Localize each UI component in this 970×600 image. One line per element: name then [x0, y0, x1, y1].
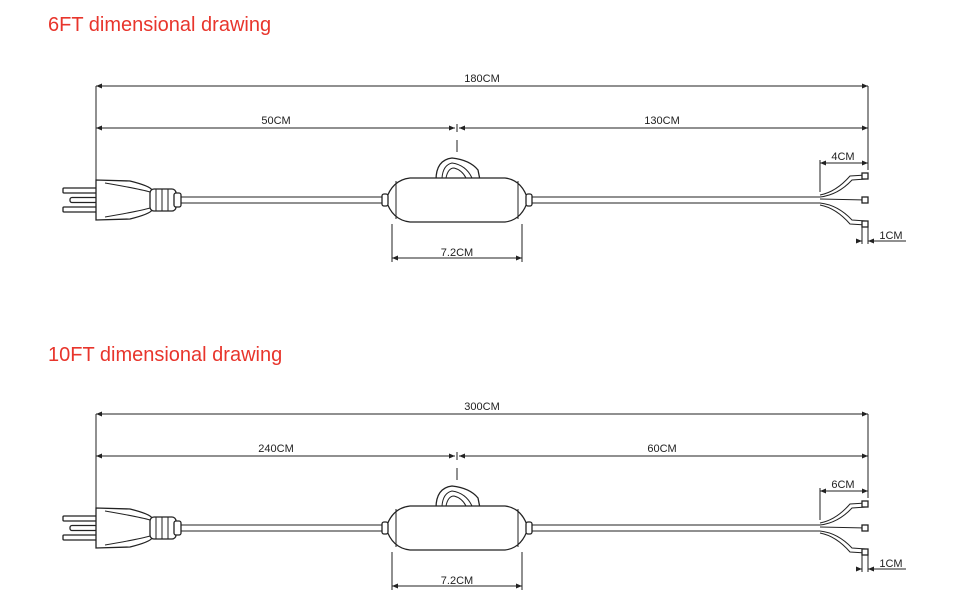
wire-tip	[861, 548, 869, 556]
drawing-title-6ft: 6FT dimensional drawing	[48, 14, 272, 36]
arrowhead	[856, 238, 862, 244]
rocker-detail	[441, 490, 473, 507]
wire-lead	[819, 506, 867, 526]
dimension-label-switch: 7.2CM	[441, 247, 473, 259]
switch-cord-entry	[525, 193, 533, 207]
arrowhead	[449, 125, 455, 131]
wire-lead	[819, 202, 867, 222]
drawing-title-10ft: 10FT dimensional drawing	[48, 344, 283, 366]
wire-ends	[819, 500, 869, 556]
dimension-label-strip: 6CM	[831, 479, 854, 491]
dimension-label-total: 180CM	[464, 73, 499, 85]
strain-relief	[149, 188, 177, 212]
plug-prong	[62, 534, 98, 541]
dimension-label-total: 300CM	[464, 401, 499, 413]
dimension-label-tip: 1CM	[879, 558, 902, 570]
strain-relief-tip	[173, 520, 182, 536]
arrowhead	[820, 488, 826, 494]
plug-prong	[62, 206, 98, 213]
wire-lead	[819, 204, 867, 226]
strain-relief-tip	[173, 192, 182, 208]
dimension-label-strip: 4CM	[831, 151, 854, 163]
arrowhead	[862, 125, 868, 131]
arrowhead	[96, 83, 102, 89]
plug	[62, 179, 182, 221]
rocker-detail	[441, 162, 473, 179]
arrowhead	[96, 125, 102, 131]
arrowhead	[516, 583, 522, 589]
ground-pin	[69, 524, 98, 532]
wire-lead	[819, 174, 867, 196]
wire-lead	[819, 178, 867, 198]
dimension-label-left: 240CM	[258, 443, 293, 455]
switch-housing	[385, 177, 529, 223]
wire-lead	[819, 526, 867, 529]
dimension-label-tip: 1CM	[879, 230, 902, 242]
arrowhead	[862, 488, 868, 494]
cord-drawing-6ft: 180CM 50CM 130CM 7.2CM 4CM 1CM	[62, 73, 906, 262]
wire-lead	[819, 198, 867, 201]
arrowhead	[96, 411, 102, 417]
wire-lead	[819, 532, 867, 554]
arrowhead	[862, 83, 868, 89]
switch-housing	[385, 505, 529, 551]
plug-prong	[62, 187, 98, 194]
switch-cord-entry	[381, 193, 389, 207]
arrowhead	[516, 255, 522, 261]
rocker-switch	[381, 140, 533, 223]
cord-drawing-10ft: 300CM 240CM 60CM 7.2CM 6CM 1CM	[62, 401, 906, 590]
arrowhead	[449, 453, 455, 459]
dimension-label-right: 130CM	[644, 115, 679, 127]
rocker-detail	[445, 167, 467, 179]
wire-tip	[861, 196, 869, 204]
arrowhead	[96, 453, 102, 459]
arrowhead	[862, 453, 868, 459]
dimension-label-switch: 7.2CM	[441, 575, 473, 587]
wire-tip	[861, 220, 869, 228]
wire-lead	[819, 502, 867, 524]
wire-ends	[819, 172, 869, 228]
plug	[62, 507, 182, 549]
plug-body-detail	[104, 510, 151, 546]
arrowhead	[862, 411, 868, 417]
arrowhead	[868, 566, 874, 572]
plug-body-detail	[104, 182, 151, 218]
arrowhead	[459, 453, 465, 459]
arrowhead	[459, 125, 465, 131]
arrowhead	[862, 160, 868, 166]
arrowhead	[856, 566, 862, 572]
arrowhead	[392, 583, 398, 589]
ground-pin	[69, 196, 98, 204]
switch-cord-entry	[525, 521, 533, 535]
wire-tip	[861, 500, 869, 508]
wire-tip	[861, 524, 869, 532]
arrowhead	[820, 160, 826, 166]
arrowhead	[868, 238, 874, 244]
switch-cord-entry	[381, 521, 389, 535]
wire-tip	[861, 172, 869, 180]
dimension-label-right: 60CM	[647, 443, 676, 455]
strain-relief	[149, 516, 177, 540]
rocker-detail	[445, 495, 467, 507]
plug-prong	[62, 515, 98, 522]
wire-lead	[819, 530, 867, 550]
dimension-label-left: 50CM	[261, 115, 290, 127]
arrowhead	[392, 255, 398, 261]
rocker-switch	[381, 468, 533, 551]
